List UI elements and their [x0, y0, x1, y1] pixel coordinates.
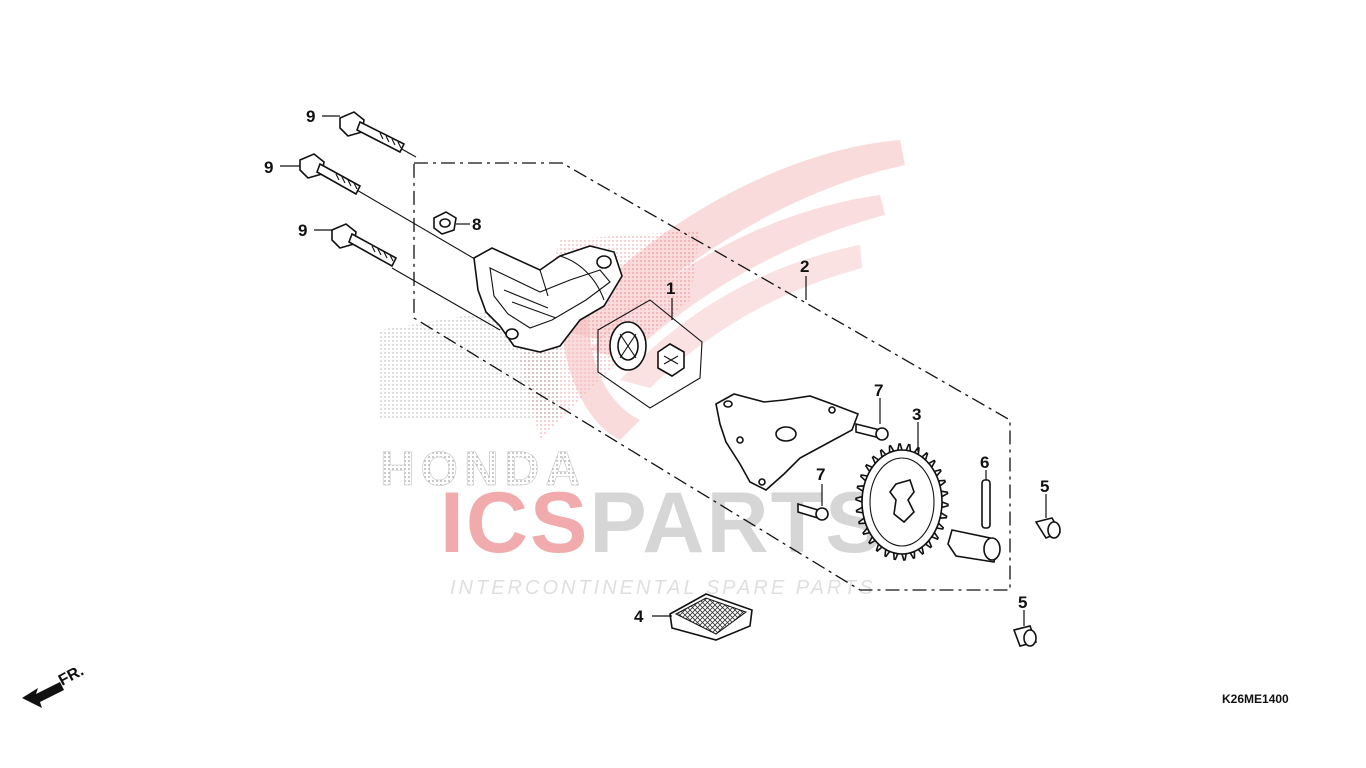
- oil-pump-body: [473, 245, 623, 353]
- part-5-dowel-upper: [1034, 517, 1062, 540]
- part-4-oil-strainer: [669, 593, 753, 641]
- bolt-9-middle: [299, 153, 362, 196]
- part-1-rotor-set: [597, 299, 703, 409]
- watermark-brand-grey: PARTS: [589, 475, 884, 571]
- diagram-code: K26ME1400: [1222, 692, 1289, 706]
- bolt-axis-line: [349, 185, 481, 263]
- watermark-tagline: INTERCONTINENTAL SPARE PARTS: [450, 577, 876, 599]
- callout-9: 9: [264, 158, 273, 177]
- callout-9: 9: [298, 221, 307, 240]
- callout-labels: 9 9 9 8 1 2 7 7 3 6 5 5 4: [264, 107, 1049, 626]
- bolt-axis-line: [399, 147, 417, 158]
- leader-lines: [280, 115, 1047, 626]
- bolt-9-top: [339, 111, 406, 154]
- callout-7: 7: [816, 465, 825, 484]
- part-8-collar: [433, 211, 457, 235]
- callout-9: 9: [306, 107, 315, 126]
- callout-1: 1: [666, 279, 675, 298]
- part-3-gear: [855, 443, 949, 561]
- front-direction-indicator: FR.: [22, 662, 87, 708]
- bolt-axis-line: [391, 267, 501, 331]
- callout-7: 7: [874, 381, 883, 400]
- watermark-brand-red: ICS: [440, 475, 589, 571]
- callout-6: 6: [980, 453, 989, 472]
- callout-3: 3: [912, 405, 921, 424]
- watermark: HONDA ICSPARTS INTERCONTINENTAL SPARE PA…: [380, 140, 905, 599]
- watermark-honda: HONDA: [380, 443, 586, 496]
- bolt-9-lower: [331, 223, 398, 268]
- assembly-outline: [413, 162, 1011, 591]
- callout-8: 8: [472, 215, 481, 234]
- callout-5: 5: [1040, 477, 1049, 496]
- part-6-pin: [981, 479, 991, 529]
- screw-7-upper: [855, 422, 889, 441]
- pump-cover-plate: [715, 393, 860, 491]
- part-5-dowel-lower: [1012, 625, 1038, 647]
- callout-2: 2: [800, 257, 809, 276]
- callout-4: 4: [634, 607, 644, 626]
- screw-7-lower: [797, 502, 829, 521]
- callout-5: 5: [1018, 593, 1027, 612]
- front-arrow-icon: [22, 682, 64, 708]
- watermark-brand: ICSPARTS: [440, 475, 884, 571]
- pump-shaft: [947, 529, 1001, 563]
